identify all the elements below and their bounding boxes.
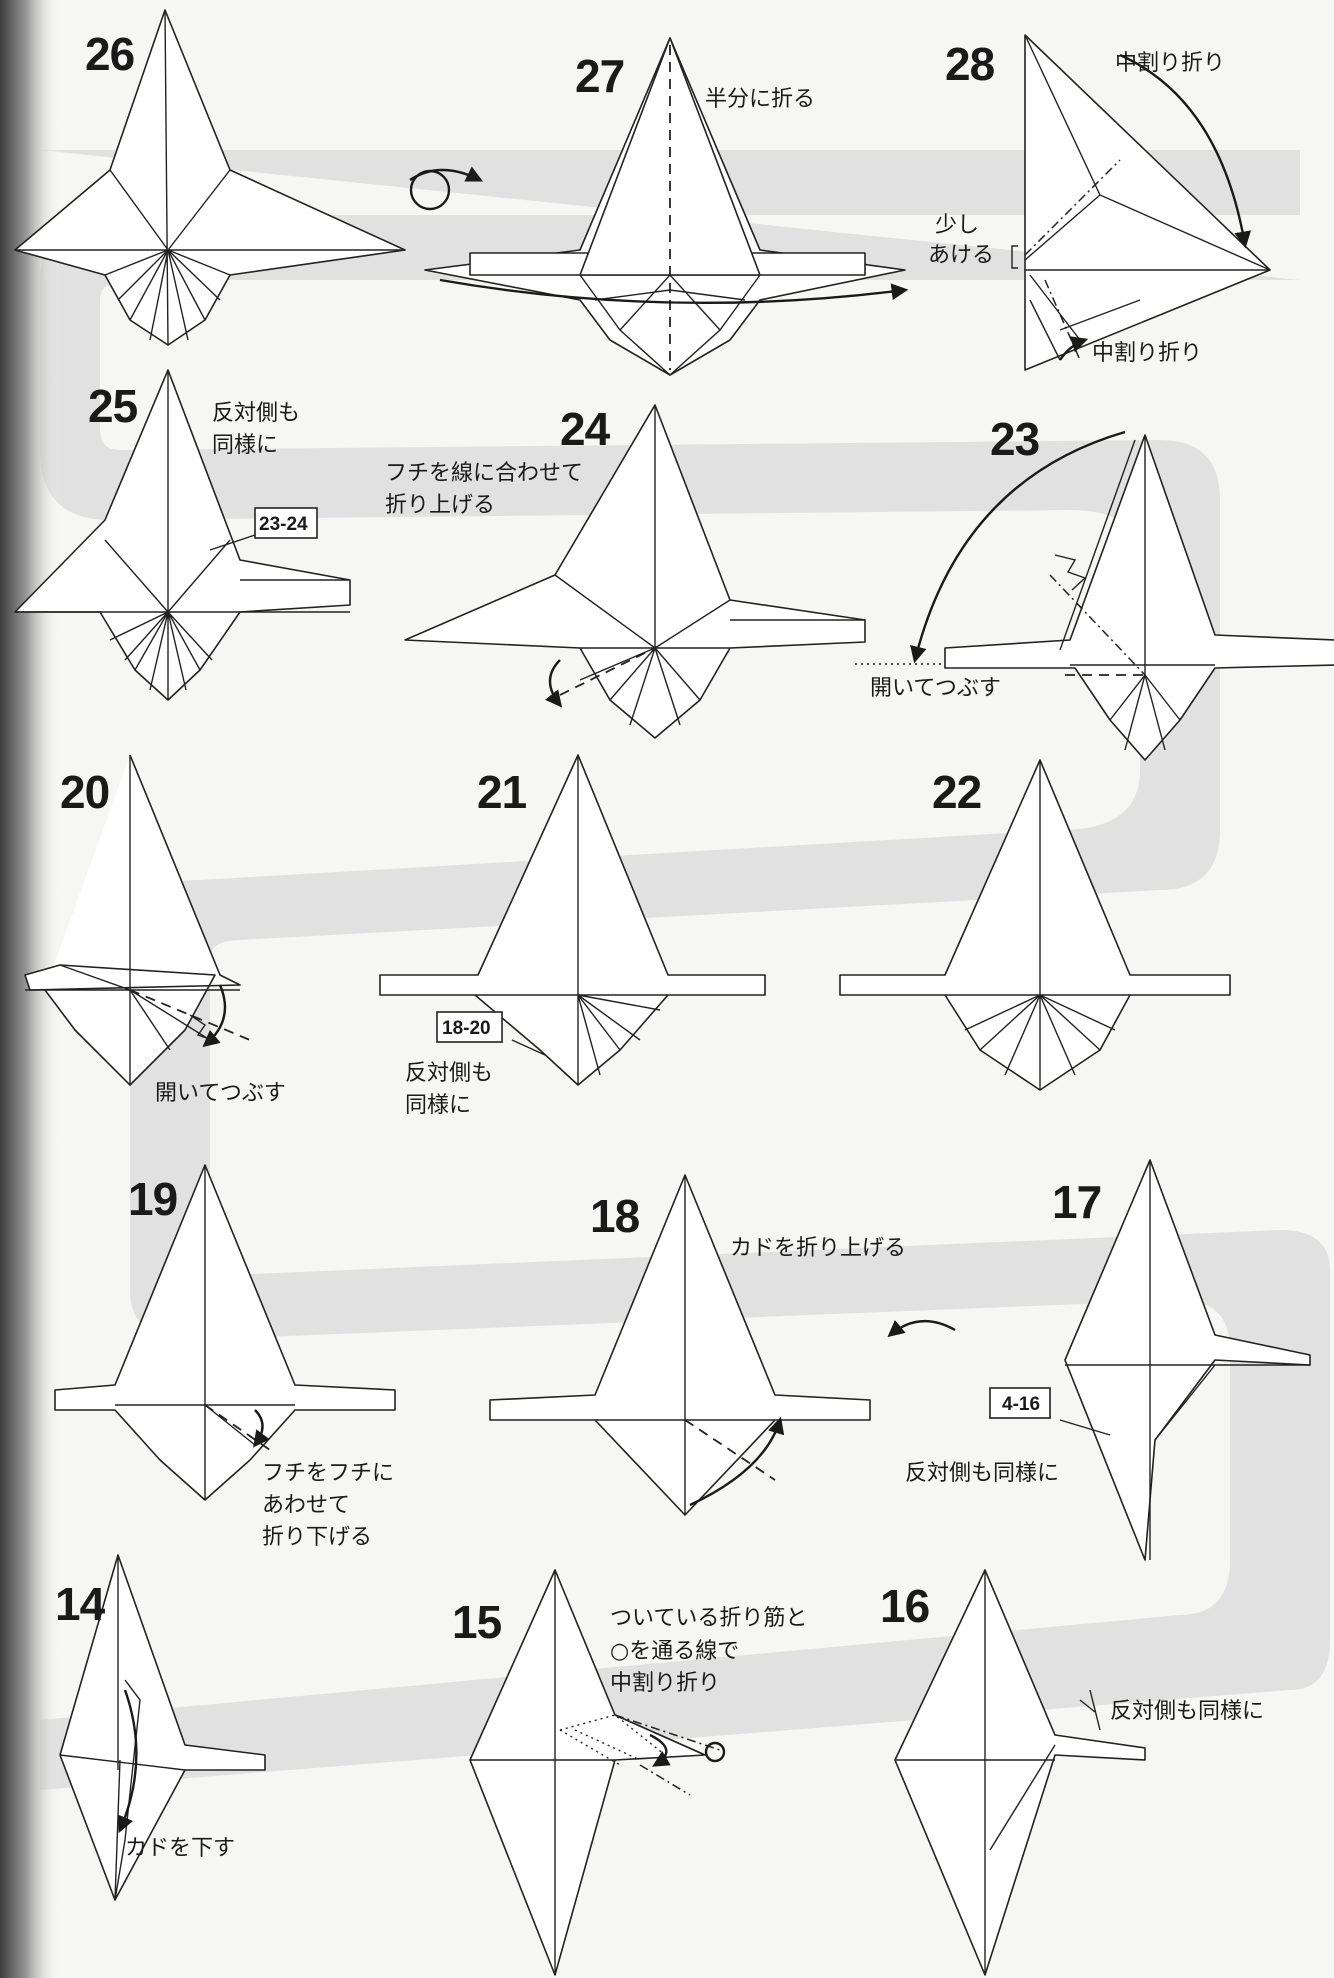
ref-box-23-24: 23-24 (259, 514, 308, 535)
step-number: 16 (880, 1580, 929, 1632)
note-same-other-side: 反対側も同様に (905, 1461, 1059, 1486)
step-16-figure (894, 1569, 1146, 1976)
note-same-other-side-1: 反対側も (405, 1061, 493, 1086)
step-number: 14 (55, 1578, 106, 1630)
note-crease-line-1: ついている折り筋と (610, 1606, 807, 1631)
flow-arrow-icon (887, 1319, 956, 1338)
step-15-figure (469, 1569, 726, 1976)
step-number: 22 (932, 766, 981, 818)
note-edge-to-edge-1: フチをフチに (262, 1461, 394, 1486)
note-leave-gap-2: あける (928, 243, 994, 268)
step-number: 21 (477, 766, 527, 818)
ref-box-4-16: 4-16 (1002, 1394, 1040, 1415)
step-number: 24 (560, 403, 611, 455)
note-fold-corner-up: カドを折り上げる (730, 1236, 906, 1261)
step-number: 15 (452, 1596, 502, 1648)
step-20-figure (24, 754, 251, 1086)
note-same-other-side-1: 反対側も (212, 401, 300, 426)
note-inside-reverse-fold-bottom: 中割り折り (1092, 341, 1202, 366)
step-23-figure (855, 430, 1334, 761)
note-open-squash: 開いてつぶす (870, 676, 1001, 701)
note-crease-line-2: ○を通る線で (610, 1639, 739, 1664)
step-number: 23 (990, 413, 1039, 465)
step-number: 17 (1052, 1176, 1101, 1228)
note-crease-line-3: 中割り折り (610, 1671, 720, 1696)
step-number: 25 (88, 380, 138, 432)
note-align-edge-2: 折り上げる (385, 493, 495, 518)
step-27-figure (424, 37, 909, 376)
step-26-figure (14, 9, 406, 346)
step-25-figure (14, 369, 351, 701)
step-number: 26 (85, 28, 134, 80)
turn-over-icon (409, 166, 484, 211)
step-number: 28 (945, 38, 995, 90)
note-open-squash: 開いてつぶす (155, 1081, 286, 1106)
ref-box-18-20: 18-20 (442, 1018, 491, 1039)
step-22-figure (839, 759, 1231, 1091)
step-14-figure (59, 1554, 266, 1901)
step-number: 27 (575, 50, 624, 102)
note-same-other-side: 反対側も同様に (1110, 1699, 1264, 1724)
note-fold-half: 半分に折る (705, 87, 815, 112)
note-same-other-side-2: 同様に (212, 433, 278, 458)
note-inside-reverse-fold: 中割り折り (1115, 51, 1225, 76)
step-number: 19 (128, 1173, 177, 1225)
reading-order-band (40, 150, 1330, 1790)
step-28-figure (1011, 34, 1271, 371)
step-21-figure (379, 754, 766, 1086)
note-same-other-side-2: 同様に (405, 1093, 471, 1118)
note-edge-to-edge-3: 折り下げる (262, 1525, 372, 1550)
note-corner-down: カドを下す (125, 1836, 235, 1861)
step-24-figure (404, 404, 866, 739)
step-19-figure (54, 1164, 396, 1501)
step-17-figure (989, 1159, 1311, 1561)
step-number: 20 (60, 766, 109, 818)
step-18-figure (489, 1174, 871, 1516)
note-edge-to-edge-2: あわせて (262, 1493, 350, 1518)
step-number: 18 (590, 1190, 640, 1242)
note-leave-gap-1: 少し (935, 213, 979, 238)
note-align-edge-1: フチを線に合わせて (385, 461, 583, 486)
